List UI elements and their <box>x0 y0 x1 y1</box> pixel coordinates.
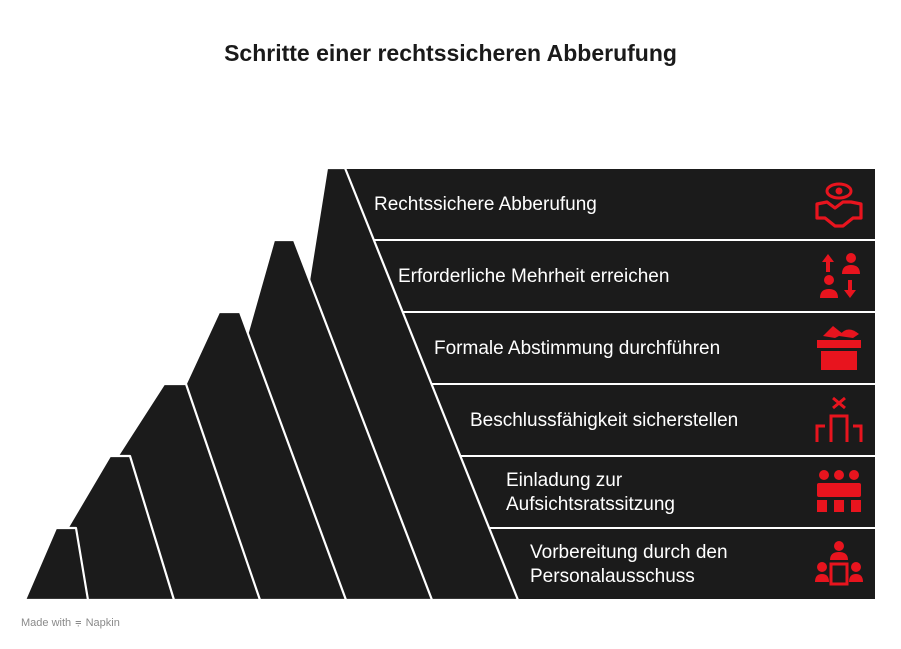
step-band-5 <box>456 457 875 527</box>
napkin-logo-icon: ⩦ <box>75 616 82 628</box>
step-band-3 <box>392 313 875 383</box>
step-band-2 <box>360 241 875 311</box>
step-label-2: Erforderliche Mehrheit erreichen <box>398 266 670 287</box>
handshake-eye-icon <box>815 182 863 228</box>
slab-6 <box>23 526 90 602</box>
board-meeting-table-icon <box>817 470 861 512</box>
step-label-5: Einladung zur Aufsichtsratssitzung <box>506 470 675 515</box>
brand-text: Napkin <box>85 616 120 629</box>
footer-attribution: Made with ⩦ Napkin <box>21 616 120 629</box>
people-up-down-arrows-icon <box>820 253 860 298</box>
step-label-4: Beschlussfähigkeit sicherstellen <box>470 410 739 431</box>
step-label-6: Vorbereitung durch den Personalausschuss <box>530 542 728 587</box>
diagram-title: Schritte einer rechtssicheren Abberufung <box>224 40 677 66</box>
step-band-6 <box>488 529 875 599</box>
ballot-box-icon <box>817 326 861 370</box>
step-band-1 <box>328 169 875 239</box>
step-label-1: Rechtssichere Abberufung <box>374 194 597 215</box>
made-with-text: Made with <box>21 616 72 629</box>
step-band-4 <box>424 385 875 455</box>
step-label-3: Formale Abstimmung durchführen <box>434 338 721 359</box>
quorum-person-x-icon <box>815 396 863 442</box>
pyramid-slabs <box>23 166 520 602</box>
committee-meeting-icon <box>815 541 863 586</box>
